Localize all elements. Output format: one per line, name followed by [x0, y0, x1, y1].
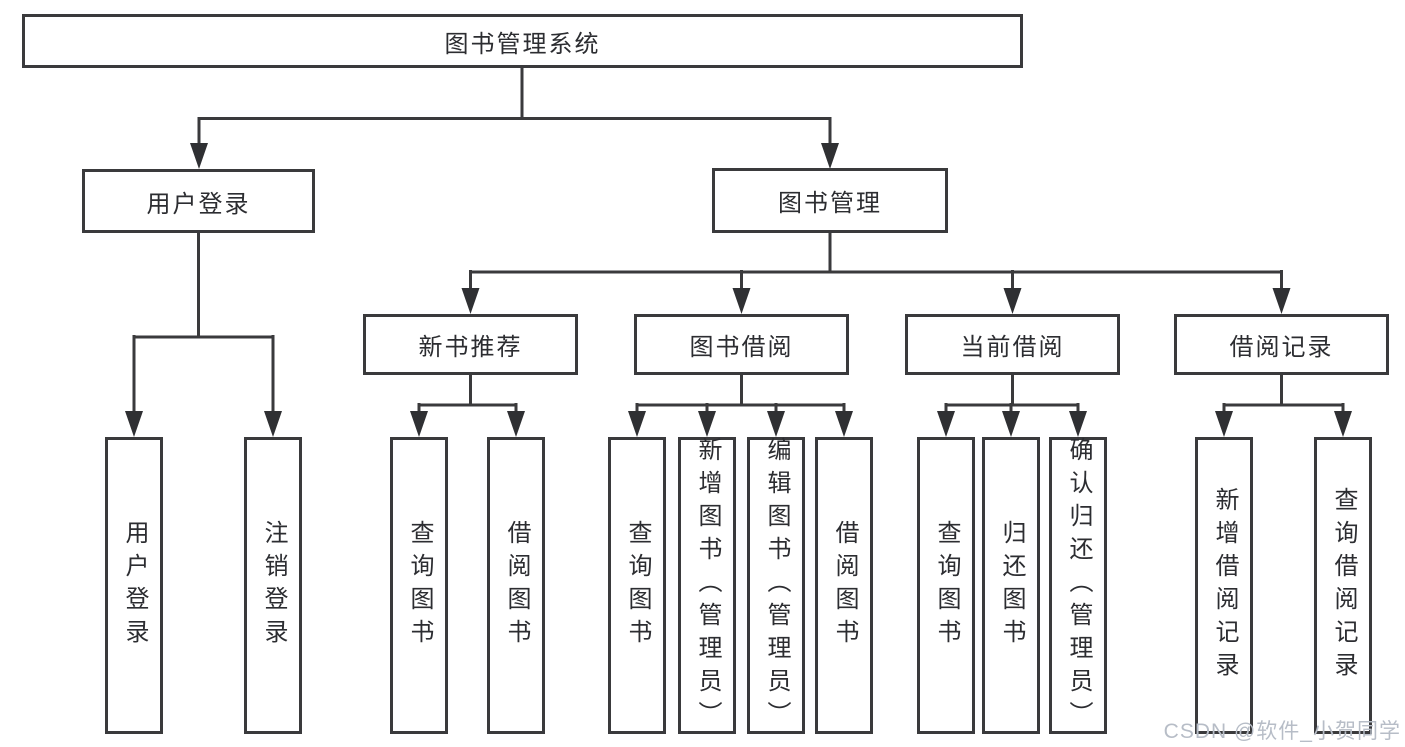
leaf-confirm-return-admin: 确认归还（管理员）: [1049, 437, 1107, 734]
node-label: 查询图书: [933, 519, 960, 652]
node-label: 图书借阅: [689, 334, 794, 361]
node-current-borrowing: 当前借阅: [905, 314, 1120, 375]
node-label: 查询图书: [624, 519, 651, 652]
watermark: CSDN @软件_小贺同学: [1163, 720, 1401, 743]
leaf-query-books-recommend: 查询图书: [390, 437, 448, 734]
node-label: 查询图书: [406, 519, 433, 652]
node-label: 编辑图书（管理员）: [763, 437, 790, 734]
leaf-logout: 注销登录: [244, 437, 302, 734]
leaf-borrow-books-recommend: 借阅图书: [487, 437, 545, 734]
node-label: 图书管理系统: [444, 30, 601, 58]
leaf-add-borrow-record: 新增借阅记录: [1195, 437, 1253, 734]
leaf-return-books: 归还图书: [982, 437, 1040, 734]
leaf-query-borrow-record: 查询借阅记录: [1314, 437, 1372, 734]
node-label: 归还图书: [998, 519, 1025, 652]
node-new-book-recommend: 新书推荐: [363, 314, 578, 375]
node-label: 注销登录: [260, 519, 287, 652]
node-label: 用户登录: [121, 519, 148, 652]
node-label: 借阅记录: [1229, 334, 1334, 361]
leaf-borrow-books-borrowing: 借阅图书: [815, 437, 873, 734]
leaf-query-books-current: 查询图书: [917, 437, 975, 734]
node-user-login: 用户登录: [82, 169, 315, 233]
node-label: 查询借阅记录: [1330, 486, 1357, 685]
node-label: 借阅图书: [831, 519, 858, 652]
arrowheads: [125, 143, 1352, 437]
node-borrowing-records: 借阅记录: [1174, 314, 1389, 375]
node-label: 确认归还（管理员）: [1065, 437, 1092, 734]
node-label: 当前借阅: [960, 334, 1065, 361]
node-label: 新增图书（管理员）: [694, 437, 721, 734]
node-label: 用户登录: [146, 190, 251, 218]
node-library-management-system: 图书管理系统: [22, 14, 1023, 68]
leaf-user-login: 用户登录: [105, 437, 163, 734]
node-label: 新增借阅记录: [1211, 486, 1238, 685]
node-label: 图书管理: [778, 190, 882, 217]
node-label: 借阅图书: [503, 519, 530, 652]
leaf-add-book-admin: 新增图书（管理员）: [678, 437, 736, 734]
leaf-query-books-borrowing: 查询图书: [608, 437, 666, 734]
leaf-edit-book-admin: 编辑图书（管理员）: [747, 437, 805, 734]
node-book-management: 图书管理: [712, 168, 948, 233]
connector-paths: [132, 68, 1345, 417]
node-label: 新书推荐: [418, 334, 523, 361]
node-book-borrowing: 图书借阅: [634, 314, 849, 375]
